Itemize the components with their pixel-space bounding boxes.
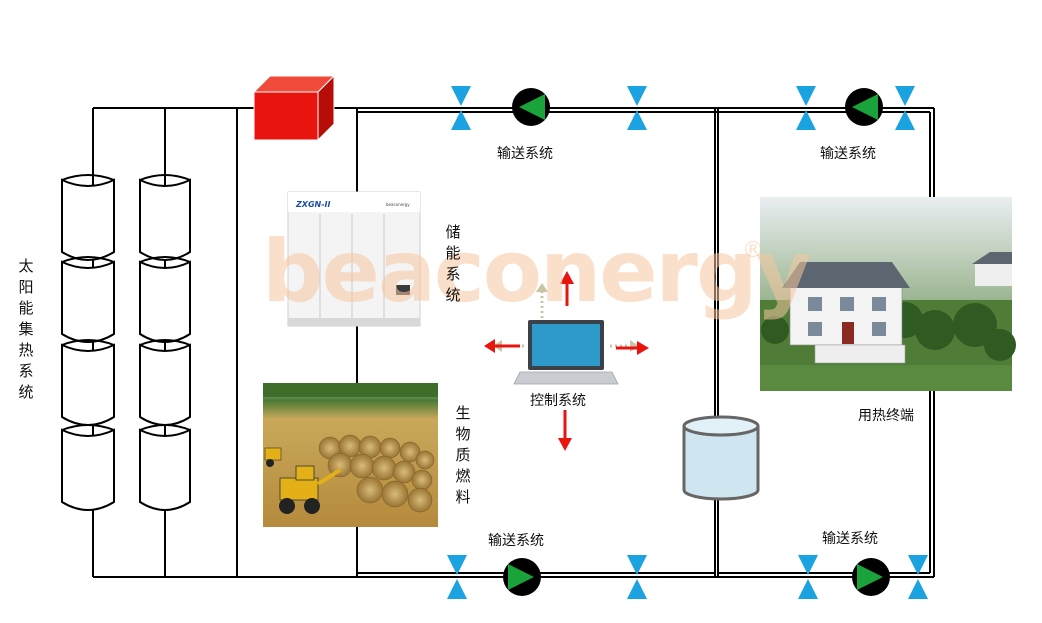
pump-icon-top-left — [512, 88, 550, 126]
pump-label-bottom-right: 输送系统 — [822, 531, 878, 547]
solar-collector-label: 太阳能集热系统 — [18, 257, 34, 401]
valve-icon — [627, 110, 647, 130]
valve-icon — [796, 110, 816, 130]
pump-icon-bottom-left — [503, 558, 541, 596]
biomass-field-image — [263, 383, 438, 527]
loader-icon — [264, 447, 342, 514]
tank-icon — [682, 415, 760, 501]
collector-tube-rim — [61, 174, 115, 181]
valve-icon — [627, 555, 647, 575]
pump-label-top-right: 输送系统 — [820, 146, 876, 162]
solar-collector-array — [61, 174, 191, 511]
collector-tube-icon — [139, 260, 191, 343]
collector-tube-icon — [139, 343, 191, 426]
valve-icon — [447, 579, 467, 599]
pump-label-bottom-left: 输送系统 — [488, 533, 544, 549]
valve-icon — [895, 110, 915, 130]
cube-icon — [252, 74, 336, 142]
collector-tube-rim — [139, 339, 191, 346]
collector-tube-rim — [61, 256, 115, 263]
valve-icon — [451, 110, 471, 130]
storage-cabinet-image: ZXGN-II beaconergy — [287, 191, 421, 327]
valve-icon — [627, 579, 647, 599]
collector-tube-rim — [139, 256, 191, 263]
control-arrows — [484, 271, 649, 451]
registered-mark: ® — [742, 238, 764, 263]
collector-tube-icon — [61, 343, 115, 426]
cabinet-model-text: ZXGN-II — [295, 200, 331, 209]
collector-tube-rim — [61, 339, 115, 346]
valve-icon — [451, 86, 471, 106]
pump-icon-bottom-right — [852, 558, 890, 596]
valve-icon — [908, 555, 928, 575]
biomass-label: 生物质燃料 — [455, 404, 471, 506]
end-user-house-image — [760, 197, 1016, 391]
pump-label-top-left: 输送系统 — [497, 146, 553, 162]
laptop-icon — [513, 320, 619, 385]
cabinet-brand-text: beaconergy — [386, 202, 410, 207]
valve-icon — [895, 86, 915, 106]
collector-tube-rim — [139, 424, 191, 431]
collector-tube-rim — [139, 174, 191, 181]
valve-icon — [798, 579, 818, 599]
valve-icon — [627, 86, 647, 106]
valve-icon — [798, 555, 818, 575]
collector-tube-icon — [61, 178, 115, 261]
control-system-label: 控制系统 — [530, 393, 586, 409]
collector-tube-icon — [139, 178, 191, 261]
pump-icon-top-right — [845, 88, 883, 126]
collector-tube-icon — [61, 428, 115, 511]
collector-tube-icon — [139, 428, 191, 511]
valve-icon — [796, 86, 816, 106]
valve-icon — [908, 579, 928, 599]
collector-tube-rim — [61, 424, 115, 431]
valves — [447, 86, 928, 599]
valve-icon — [447, 555, 467, 575]
storage-label: 储能系统 — [445, 223, 461, 304]
end-user-label: 用热终端 — [858, 408, 914, 424]
collector-tube-icon — [61, 260, 115, 343]
